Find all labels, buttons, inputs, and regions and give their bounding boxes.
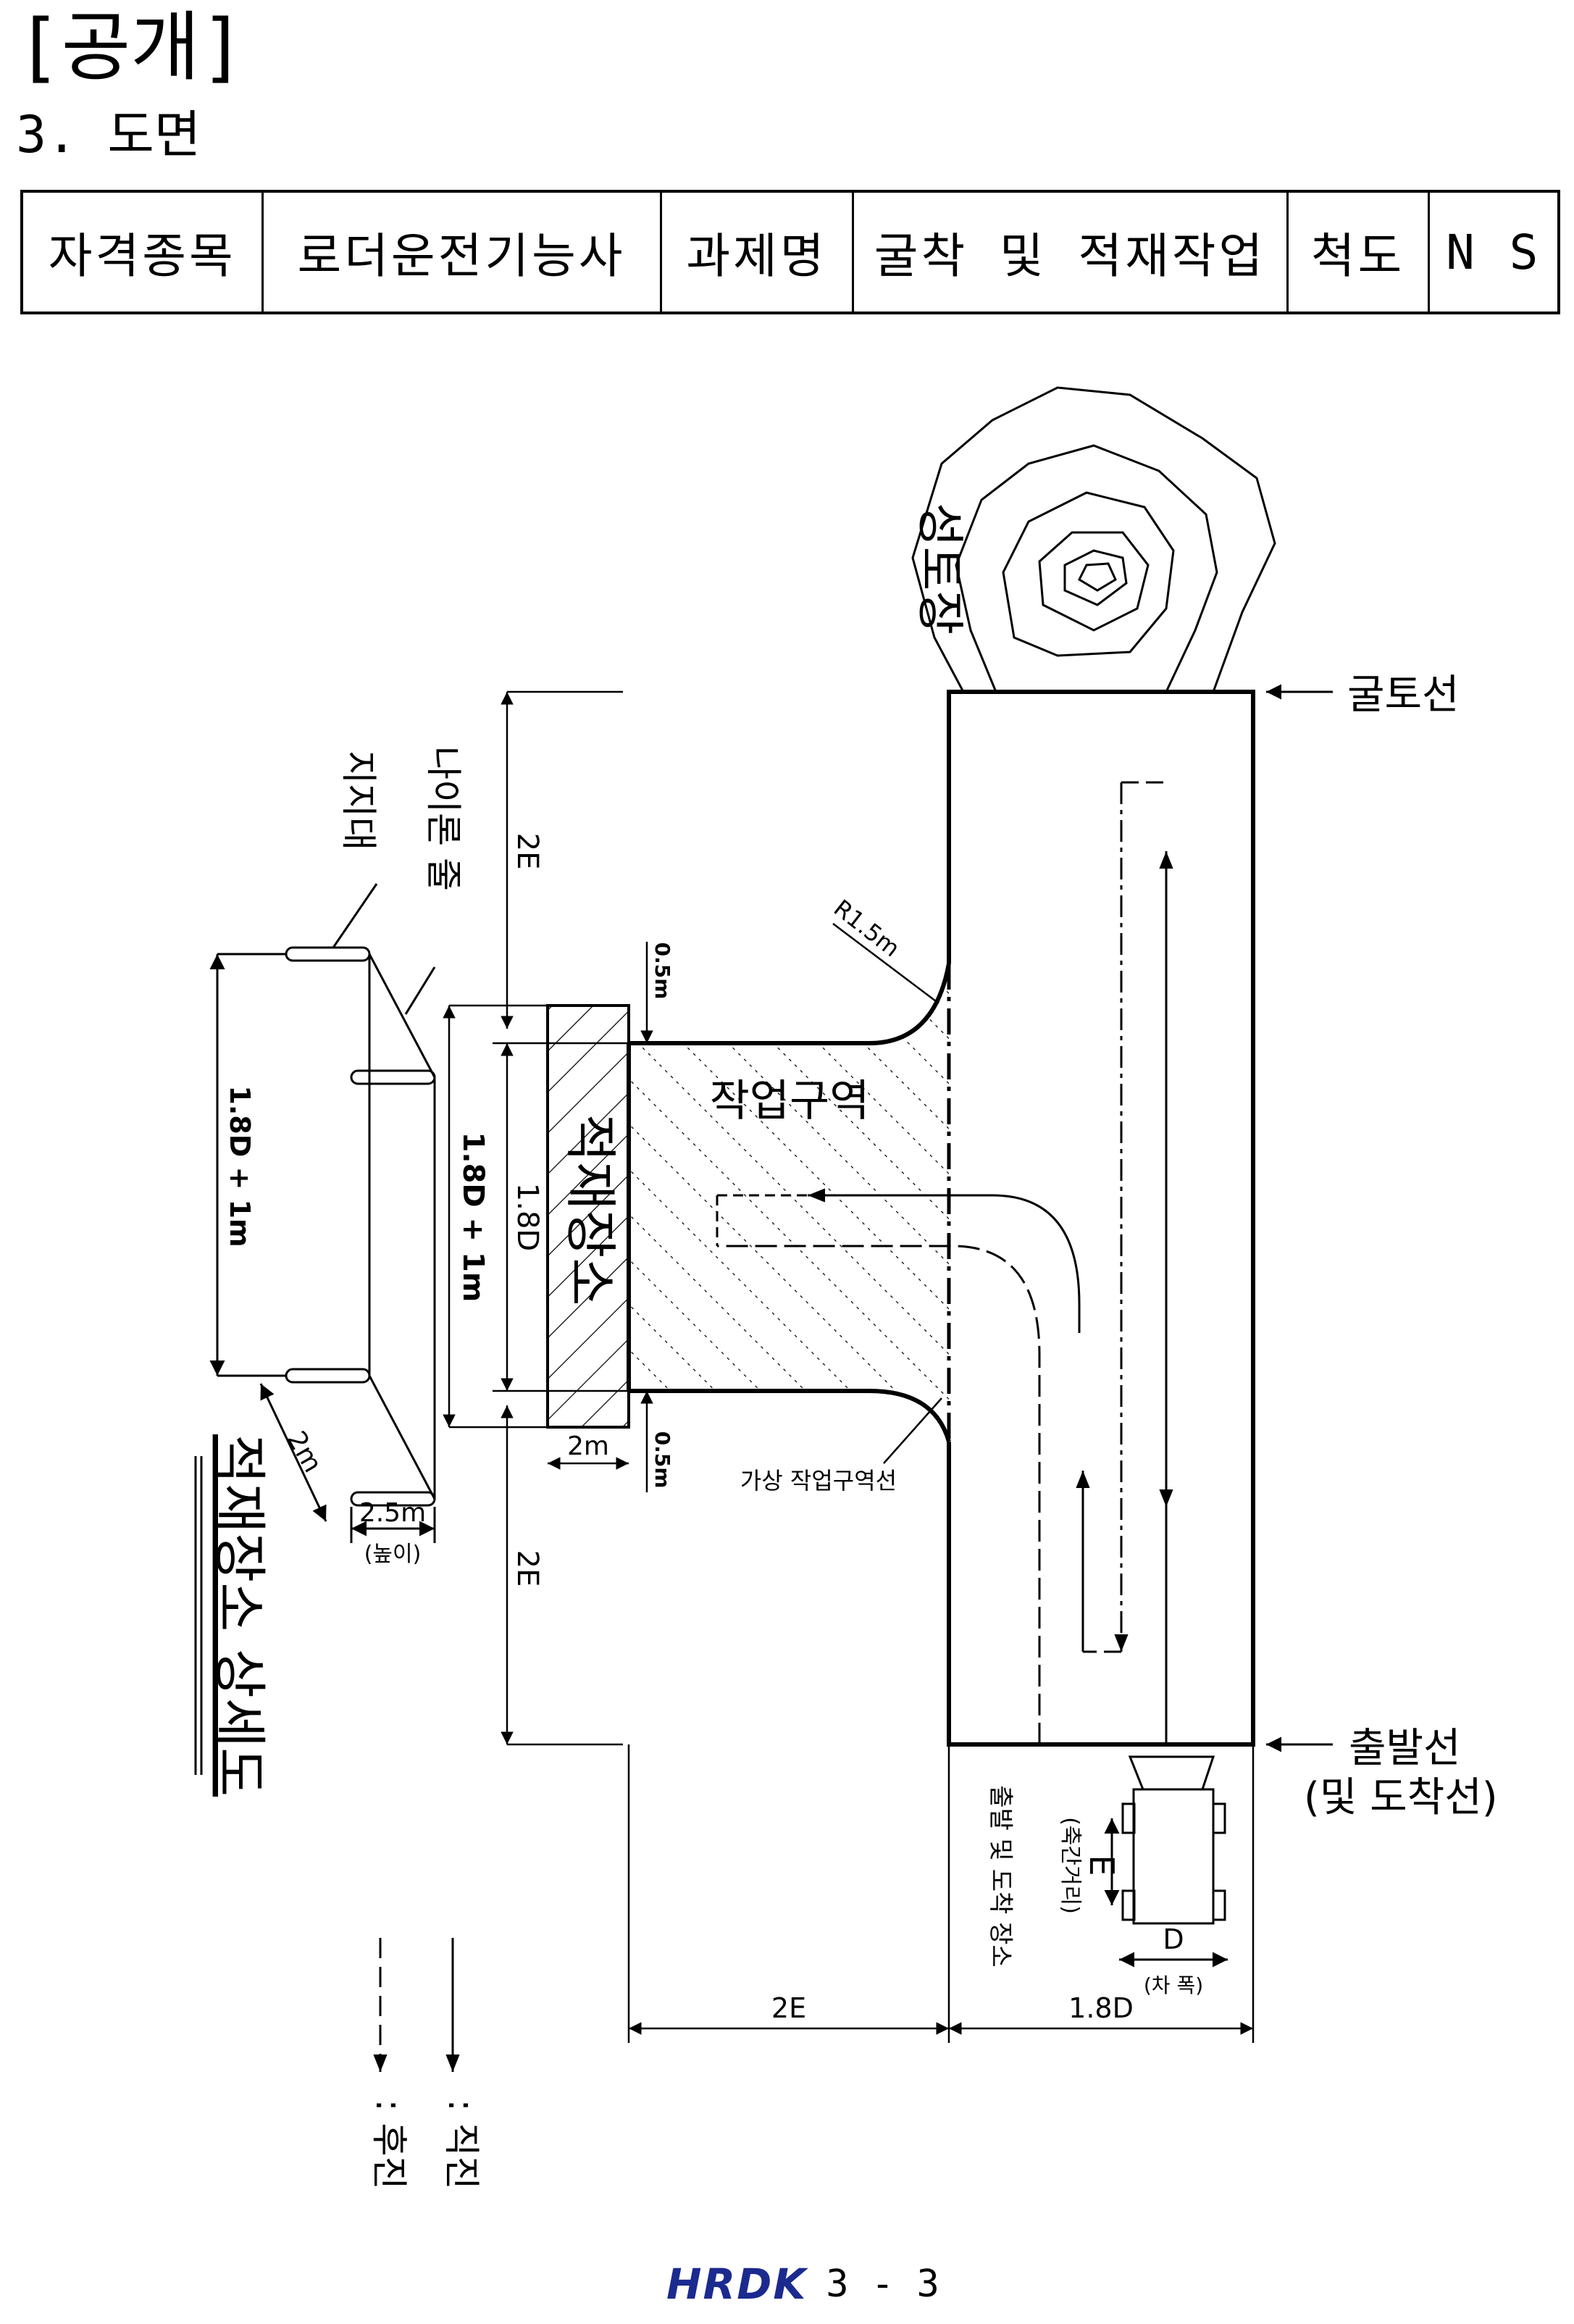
start-line-label: 출발선 (1349, 1725, 1461, 1772)
detail-height-sub: (높이) (364, 1542, 422, 1567)
virtual-line-leader (883, 1397, 942, 1464)
section-title: 3. 도면 (16, 105, 201, 164)
detail-height-dim: 1.8D + 1m (224, 1085, 256, 1247)
public-tag: [공개] (16, 3, 246, 91)
travel-paths (716, 781, 1173, 1744)
info-cell-qualification-value: 로더운전기능사 (261, 190, 662, 314)
work-area-label: 작업구역 (710, 1076, 870, 1127)
dim-18d-left: 1.8D (511, 1183, 544, 1251)
dim-2e-bottom: 2E (511, 1550, 544, 1587)
footer: HRDK 3 - 3 (666, 2259, 939, 2310)
detail-drawing (209, 883, 436, 1543)
legend-forward: : 직진 (440, 2099, 482, 2190)
soil-pile (911, 386, 1276, 693)
radius-leader (832, 923, 939, 1004)
dim-2m: 2m (567, 1431, 609, 1461)
detail-dim-2m: 2m (281, 1426, 327, 1478)
axle-label: E (1082, 1855, 1121, 1876)
hrdk-logo: HRDK (666, 2260, 808, 2309)
left-dimensions (443, 690, 1255, 2043)
dim-2e-top: 2E (511, 833, 544, 870)
loading-area-label: 적재장소 (560, 1114, 621, 1306)
info-cell-task-value: 굴착 및 적재작업 (851, 190, 1289, 314)
detail-dim-25m: 2.5m (359, 1498, 426, 1528)
dim-05m-bottom: 0.5m (650, 1431, 674, 1489)
width-label: D (1163, 1923, 1184, 1955)
dig-line-label: 굴토선 (1347, 672, 1460, 719)
info-cell-qualification-label: 자격종목 (20, 190, 264, 314)
detail-rope-label: 나이론 줄 (422, 746, 464, 891)
course-outline (627, 690, 1255, 1747)
work-area (629, 964, 949, 1442)
start-area-label: 출발 및 도착 장소 (986, 1785, 1015, 1967)
soil-pile-label: 성토장 (912, 503, 968, 635)
dim-18d-1m: 1.8D + 1m (456, 1132, 490, 1303)
legend (373, 1938, 460, 2072)
info-cell-scale-label: 척도 (1286, 190, 1430, 314)
info-table: 자격종목 로더운전기능사 과제명 굴착 및 적재작업 척도 N S (20, 190, 1560, 314)
loader-vehicle (1121, 1755, 1226, 1925)
legend-backward: : 후진 (368, 2099, 410, 2190)
axle-sub-label: (축간거리) (1058, 1817, 1083, 1914)
info-row: 자격종목 로더운전기능사 과제명 굴착 및 적재작업 척도 N S (20, 190, 1560, 314)
virtual-work-line-label: 가상 작업구역선 (740, 1467, 897, 1495)
loading-area (546, 1004, 630, 1429)
dim-2e-horizontal: 2E (771, 1992, 806, 2024)
detail-title: 적재장소 상세도 (208, 1434, 270, 1797)
width-sub-label: (차 폭) (1144, 1973, 1203, 1997)
start-line-sub: (및 도착선) (1304, 1774, 1498, 1821)
page-number: 3 - 3 (826, 2262, 939, 2306)
detail-support-label: 지지대 (338, 751, 380, 850)
info-cell-task-label: 과제명 (659, 190, 854, 314)
dim-05m-top: 0.5m (650, 942, 674, 1000)
info-cell-scale-value: N S (1427, 190, 1560, 314)
dim-18d-horizontal: 1.8D (1068, 1992, 1134, 2024)
